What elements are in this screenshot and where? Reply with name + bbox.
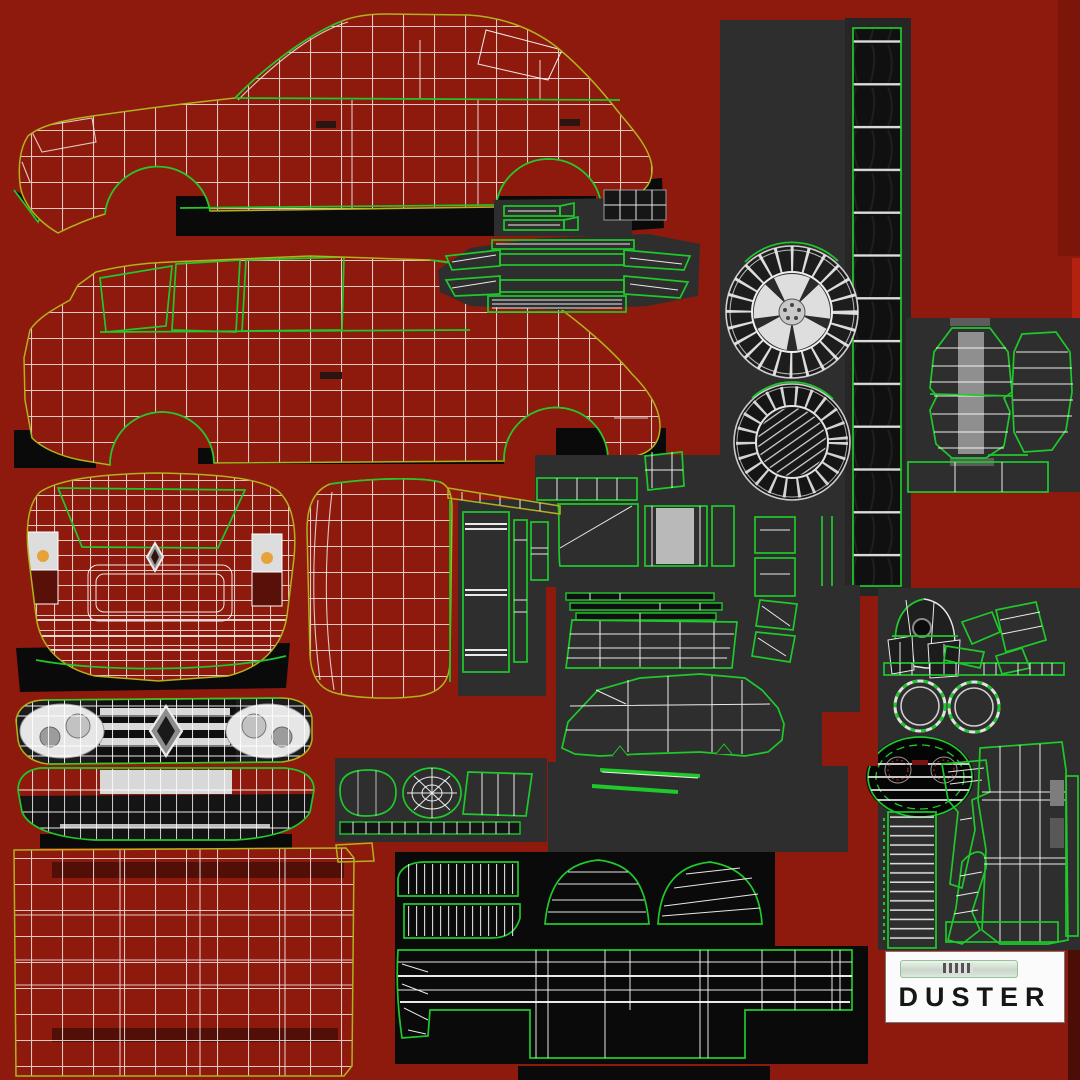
badge-chrome-strip — [900, 960, 1018, 978]
roof-panel — [13, 847, 355, 1077]
duster-badge-plate: DUSTER — [886, 952, 1064, 1022]
instrument-cluster-oval — [866, 736, 974, 818]
alloy-wheel-rim — [725, 241, 859, 379]
center-parts-region — [447, 451, 878, 852]
window-parallelograms — [751, 599, 798, 663]
mirror-housing — [887, 598, 961, 679]
reflector-spider-grid — [402, 767, 462, 819]
seat-cushions-pair — [906, 318, 1080, 492]
bracket-parts — [754, 516, 833, 597]
right-edge-maroon-band — [1068, 945, 1080, 1080]
tire-sidewall — [733, 381, 851, 501]
right-parts-panel — [866, 588, 1080, 950]
striped-sill-strips — [397, 861, 521, 939]
bottom-black-region — [395, 852, 868, 1080]
tick-strip — [339, 821, 521, 835]
roof-rails-uv-island — [438, 198, 700, 313]
hood-panel — [306, 477, 453, 699]
glass-silhouette-uv — [561, 673, 785, 757]
lens-white-blob — [339, 769, 397, 817]
trim-strips-green — [565, 592, 723, 621]
seat-left — [929, 327, 1013, 459]
tailgate-rear-view — [16, 472, 296, 692]
small-olive-tab — [335, 842, 375, 863]
right-edge-dark-band — [1058, 0, 1080, 256]
door-ladder-strip — [883, 811, 937, 949]
wiper-strips — [591, 768, 701, 794]
front-grille-with-headlights — [15, 697, 313, 765]
radiator-panel — [644, 505, 708, 567]
duster-label: DUSTER — [898, 982, 1052, 1012]
window-glass-box — [603, 189, 667, 221]
door-inner-panels — [447, 487, 561, 673]
segmented-bar — [536, 477, 638, 501]
front-bumper-with-license-plate — [17, 767, 315, 848]
lens-trapezoid — [462, 771, 533, 817]
thin-trim-strip — [883, 662, 1065, 676]
door-card-panel — [945, 741, 1079, 945]
mirror-glass-shards — [943, 601, 1048, 675]
bracket-cross-part — [644, 451, 685, 491]
seat-right — [1011, 331, 1073, 453]
headlamp-rings — [893, 679, 1001, 734]
quarter-glass-quad — [556, 503, 639, 567]
wheel-arch-liners — [544, 859, 763, 925]
seat-segment-row — [907, 461, 1049, 493]
headlight-lens-parts — [335, 758, 547, 842]
renault-diamond-logo — [145, 540, 165, 574]
rear-window-seam — [56, 487, 247, 549]
door-bottom-bar — [945, 921, 1059, 943]
underbody-grid-panel — [396, 949, 853, 1059]
trapezoid-grid-panel — [565, 619, 738, 669]
renault-diamond-logo-grille — [148, 703, 184, 759]
